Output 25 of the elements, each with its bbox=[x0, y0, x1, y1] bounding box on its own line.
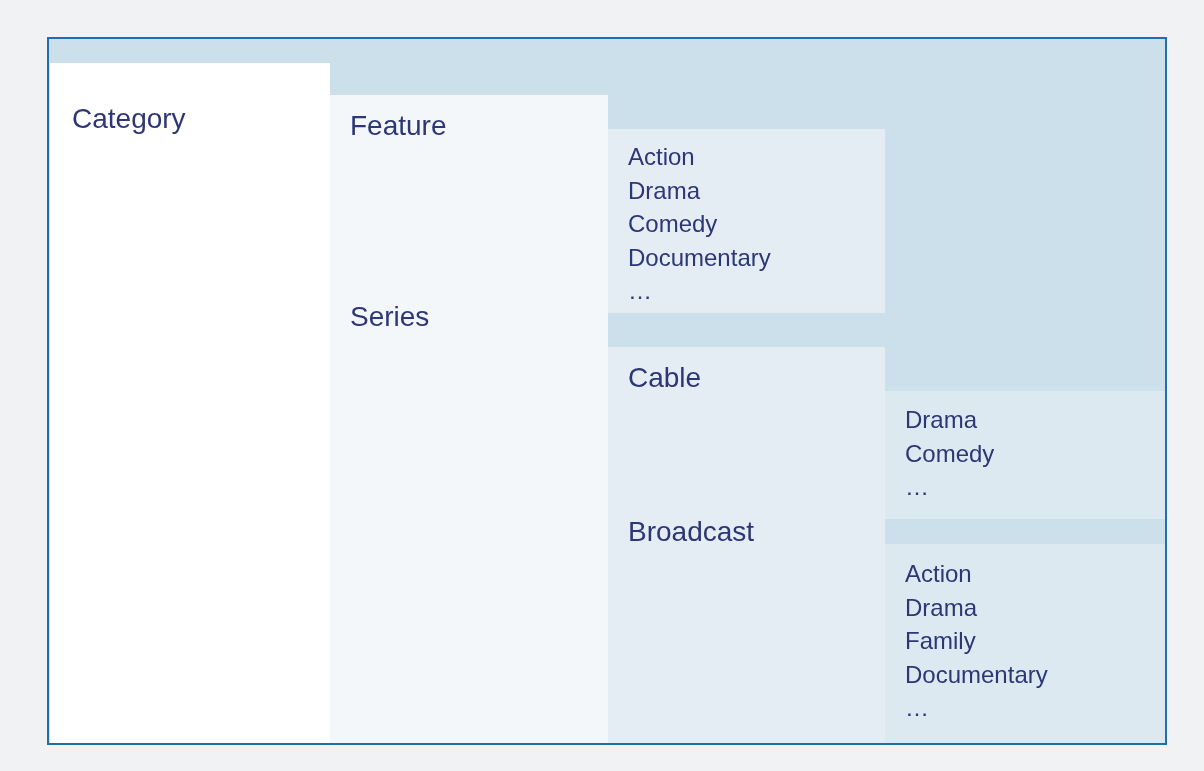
list-item: … bbox=[905, 475, 929, 499]
column-panel bbox=[330, 95, 608, 743]
heading: Feature bbox=[350, 112, 447, 140]
heading: Series bbox=[350, 303, 430, 331]
list-item: Drama bbox=[905, 408, 977, 432]
heading: Broadcast bbox=[628, 518, 755, 546]
column-panel bbox=[608, 347, 885, 743]
list-item: Comedy bbox=[905, 441, 995, 466]
list-item: Comedy bbox=[628, 212, 718, 236]
list-item: Documentary bbox=[905, 662, 1048, 687]
list-item: Action bbox=[628, 145, 695, 169]
column-panel bbox=[50, 63, 330, 743]
list-item: Documentary bbox=[628, 245, 771, 270]
list-panel bbox=[608, 129, 885, 313]
list-item: Action bbox=[905, 562, 972, 586]
list-item: … bbox=[905, 696, 929, 720]
outer-frame bbox=[47, 37, 1167, 745]
heading: Category bbox=[72, 105, 186, 133]
list-item: … bbox=[628, 279, 652, 303]
heading: Cable bbox=[628, 364, 702, 392]
list-item: Family bbox=[905, 629, 976, 653]
list-panel bbox=[885, 544, 1165, 743]
list-item: Drama bbox=[628, 178, 700, 203]
list-panel bbox=[885, 391, 1165, 519]
list-item: Drama bbox=[905, 595, 977, 620]
